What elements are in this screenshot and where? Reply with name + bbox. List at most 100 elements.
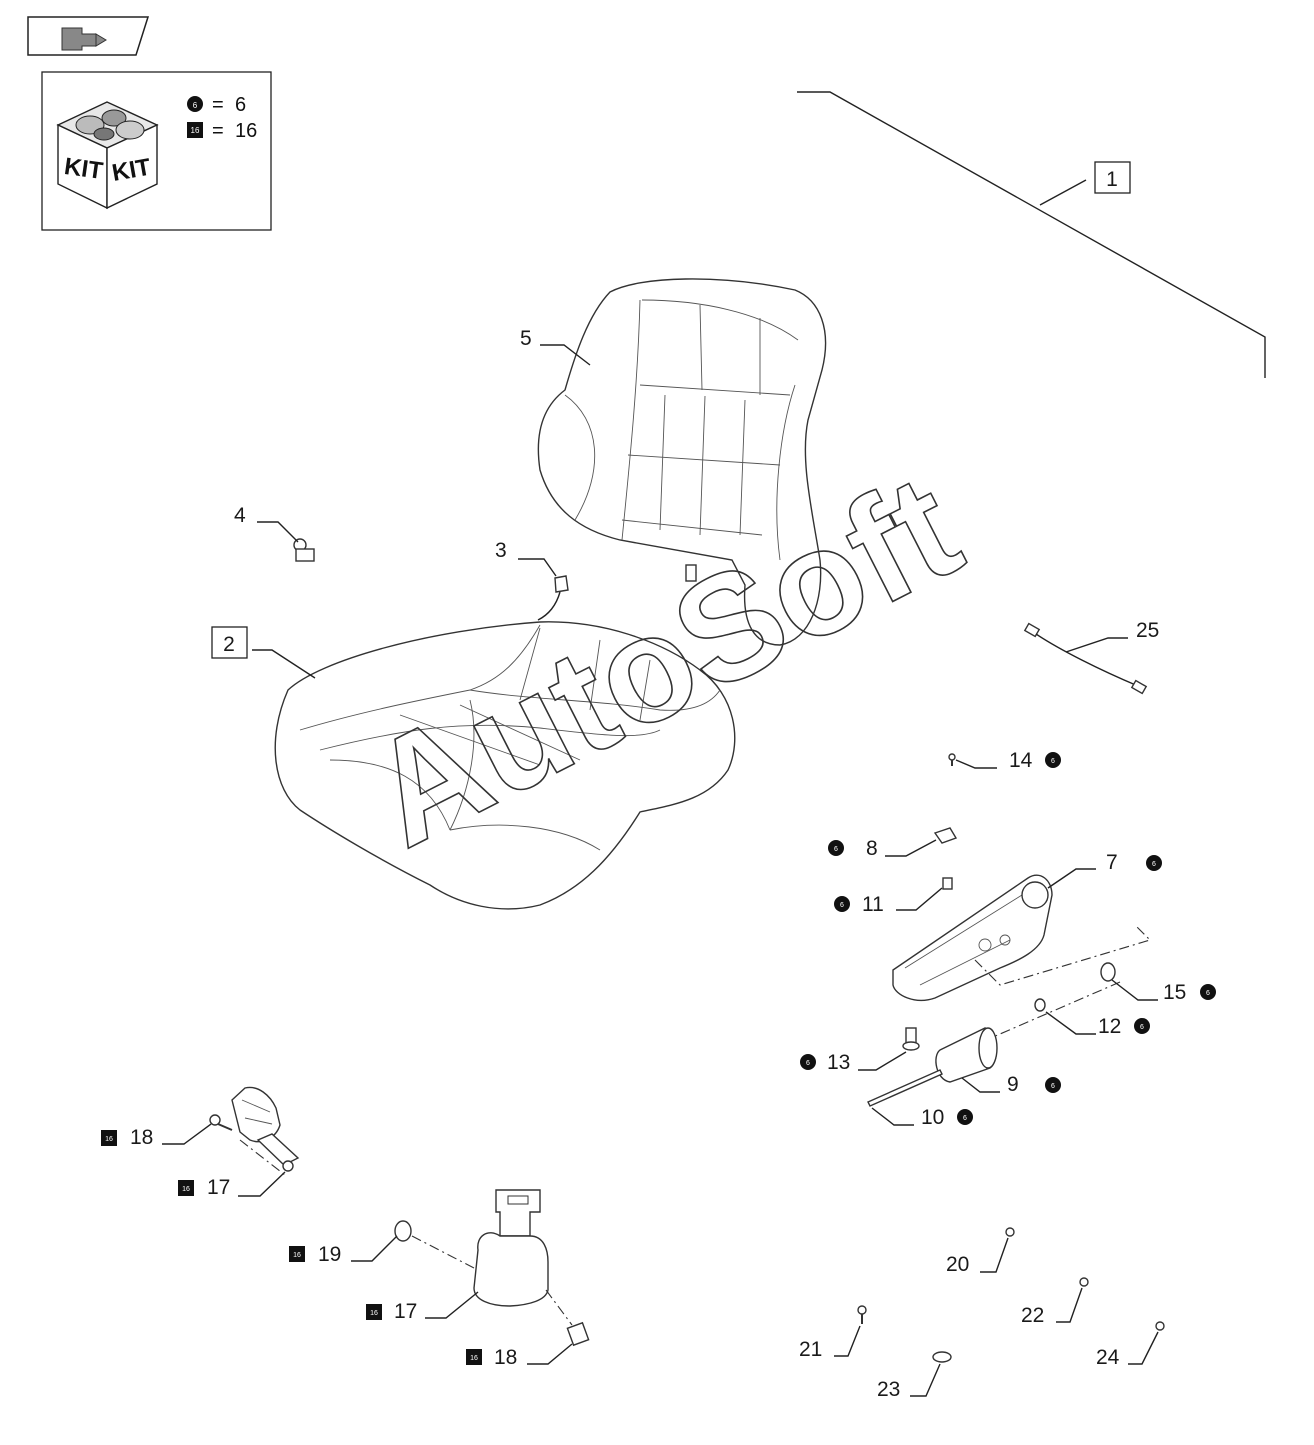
callout-9[interactable]: 9 6 — [1007, 1073, 1061, 1096]
svg-text:6: 6 — [834, 846, 838, 853]
part-21-screw[interactable] — [857, 1305, 867, 1324]
svg-text:8: 8 — [866, 837, 878, 860]
callout-15[interactable]: 15 6 — [1163, 981, 1216, 1004]
callout-8[interactable]: 6 8 — [828, 837, 878, 860]
square-marker-icon — [178, 1180, 194, 1196]
circle-marker-icon — [1146, 855, 1162, 871]
svg-text:16: 16 — [105, 1136, 113, 1143]
part-15-bushing[interactable] — [1100, 962, 1116, 982]
part-24-nut[interactable] — [1155, 1321, 1165, 1331]
svg-text:6: 6 — [806, 1060, 810, 1067]
svg-text:16: 16 — [370, 1310, 378, 1317]
svg-text:2: 2 — [223, 633, 235, 656]
circle-marker-icon — [1045, 752, 1061, 768]
circle-marker-icon — [1045, 1077, 1061, 1093]
part-22-nut[interactable] — [1079, 1277, 1089, 1287]
part-25-cable[interactable] — [1023, 622, 1148, 695]
part-18-bolt[interactable] — [209, 1114, 233, 1131]
circle-marker-icon — [800, 1054, 816, 1070]
part-14-screw[interactable] — [948, 753, 956, 766]
callout-12[interactable]: 12 6 — [1098, 1015, 1150, 1038]
callout-23[interactable]: 23 — [877, 1378, 900, 1401]
callout-1[interactable]: 1 — [1094, 161, 1131, 194]
callout-17a[interactable]: 16 17 — [178, 1176, 230, 1199]
seatbelt-tongue[interactable] — [473, 1189, 549, 1307]
callout-22[interactable]: 22 — [1021, 1304, 1044, 1327]
callout-4[interactable]: 4 — [234, 504, 246, 527]
svg-text:13: 13 — [827, 1051, 850, 1074]
callout-2[interactable]: 2 — [211, 626, 248, 659]
legend-value: 6 — [235, 94, 246, 116]
dash-line — [239, 1139, 286, 1176]
legend-eq: = — [212, 120, 224, 142]
back-button[interactable] — [27, 16, 150, 56]
svg-text:10: 10 — [921, 1106, 944, 1129]
callout-19[interactable]: 16 19 — [289, 1243, 341, 1266]
part-19-spacer[interactable] — [394, 1220, 412, 1242]
svg-text:1: 1 — [1106, 168, 1118, 191]
svg-text:9: 9 — [1007, 1073, 1019, 1096]
svg-text:6: 6 — [963, 1115, 967, 1122]
circle-marker-icon — [828, 840, 844, 856]
dash-line — [411, 1235, 573, 1326]
svg-text:6: 6 — [1051, 1083, 1055, 1090]
legend-row-square: 16 = 16 — [187, 120, 257, 142]
circle-marker-icon — [187, 96, 203, 112]
svg-text:15: 15 — [1163, 981, 1186, 1004]
part-8-bracket[interactable] — [933, 827, 958, 844]
callout-18a[interactable]: 16 18 — [101, 1126, 153, 1149]
part-9-knob[interactable] — [935, 1027, 998, 1083]
svg-text:6: 6 — [840, 902, 844, 909]
part-23-washer[interactable] — [932, 1351, 952, 1363]
part-20-nut[interactable] — [1005, 1227, 1015, 1237]
svg-text:6: 6 — [1206, 990, 1210, 997]
svg-text:16: 16 — [293, 1252, 301, 1259]
callout-11[interactable]: 6 11 — [834, 893, 884, 916]
circle-marker-icon — [957, 1109, 973, 1125]
callout-14[interactable]: 14 6 — [1009, 749, 1061, 772]
legend-row-circle: 6 = 6 — [187, 94, 246, 116]
armrest-7[interactable] — [892, 874, 1053, 1002]
circle-marker-icon — [1134, 1018, 1150, 1034]
kit-legend-box: KIT KIT 6 = 6 16 = 16 — [41, 71, 272, 231]
part-18b-bolt[interactable] — [566, 1321, 590, 1347]
svg-text:7: 7 — [1106, 851, 1118, 874]
svg-text:18: 18 — [494, 1346, 517, 1369]
callout-21[interactable]: 21 — [799, 1338, 822, 1361]
svg-text:16: 16 — [182, 1186, 190, 1193]
svg-text:12: 12 — [1098, 1015, 1121, 1038]
callout-3[interactable]: 3 — [495, 539, 507, 562]
circle-marker-icon — [834, 896, 850, 912]
legend-marker-text: 6 — [193, 101, 198, 110]
callout-10[interactable]: 10 6 — [921, 1106, 973, 1129]
dash-line — [974, 924, 1152, 986]
callout-25[interactable]: 25 — [1136, 619, 1159, 642]
leader-lines — [162, 344, 1159, 1397]
callout-5[interactable]: 5 — [520, 327, 532, 350]
svg-text:6: 6 — [1152, 861, 1156, 868]
callout-7[interactable]: 7 6 — [1106, 851, 1162, 874]
svg-text:11: 11 — [862, 893, 884, 916]
part-12-washer[interactable] — [1034, 998, 1046, 1012]
callout-24[interactable]: 24 — [1096, 1346, 1120, 1369]
svg-text:6: 6 — [1051, 758, 1055, 765]
svg-text:17: 17 — [207, 1176, 230, 1199]
svg-text:16: 16 — [470, 1355, 478, 1362]
part-3-cable[interactable] — [537, 575, 569, 621]
square-marker-icon — [366, 1304, 382, 1320]
callout-20[interactable]: 20 — [946, 1253, 969, 1276]
seat-cushion[interactable] — [274, 621, 736, 910]
callout-13[interactable]: 6 13 — [800, 1051, 850, 1074]
callout-18b[interactable]: 16 18 — [466, 1346, 517, 1369]
seatbelt-buckle[interactable] — [231, 1086, 300, 1172]
square-marker-icon — [187, 122, 203, 138]
svg-text:6: 6 — [1140, 1024, 1144, 1031]
seat-back[interactable] — [537, 278, 827, 646]
circle-marker-icon — [1200, 984, 1216, 1000]
part-13-pin[interactable] — [902, 1027, 920, 1051]
part-10-shaft[interactable] — [867, 1069, 943, 1107]
part-4-clip[interactable] — [293, 538, 315, 562]
callout-17b[interactable]: 16 17 — [366, 1300, 417, 1323]
svg-text:18: 18 — [130, 1126, 153, 1149]
part-11-clip[interactable] — [942, 877, 953, 890]
